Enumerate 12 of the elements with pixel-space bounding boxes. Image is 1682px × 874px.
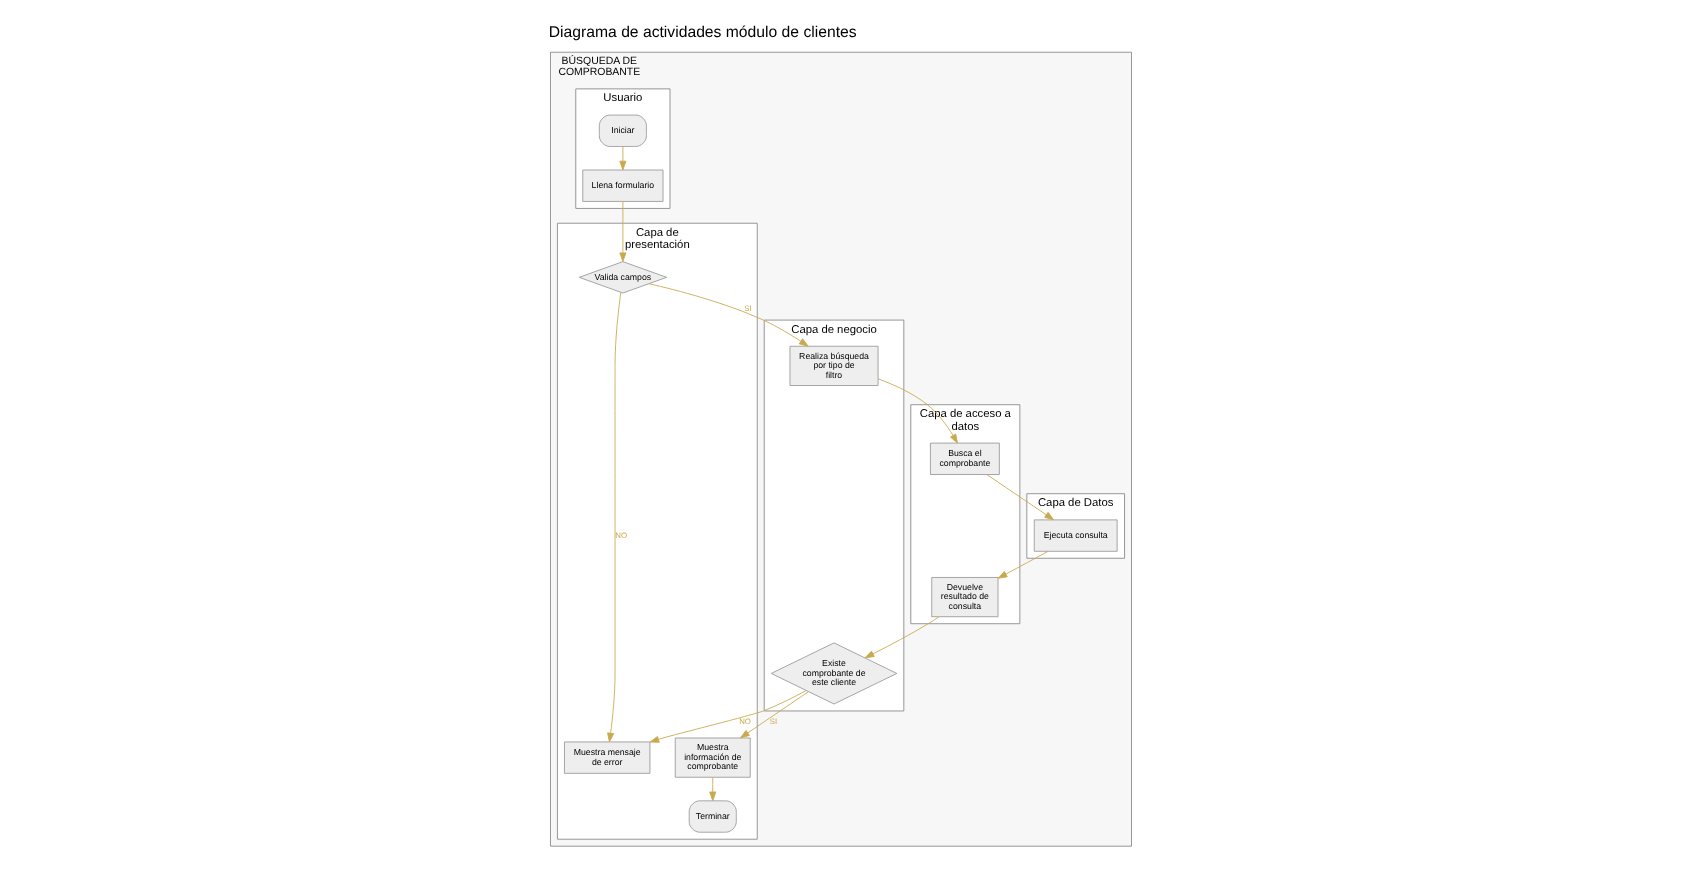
arrow [864, 616, 940, 659]
arrow [877, 378, 958, 444]
arrow [740, 691, 809, 739]
arrow [986, 474, 1054, 521]
arrow [709, 777, 717, 802]
arrow [619, 146, 627, 171]
arrow [607, 291, 622, 743]
diagram-title: Diagrama de actividades módulo de clientes [548, 22, 857, 41]
arrow [619, 201, 627, 263]
arrow [997, 550, 1049, 579]
arrow [649, 690, 807, 743]
arrow [648, 283, 809, 347]
